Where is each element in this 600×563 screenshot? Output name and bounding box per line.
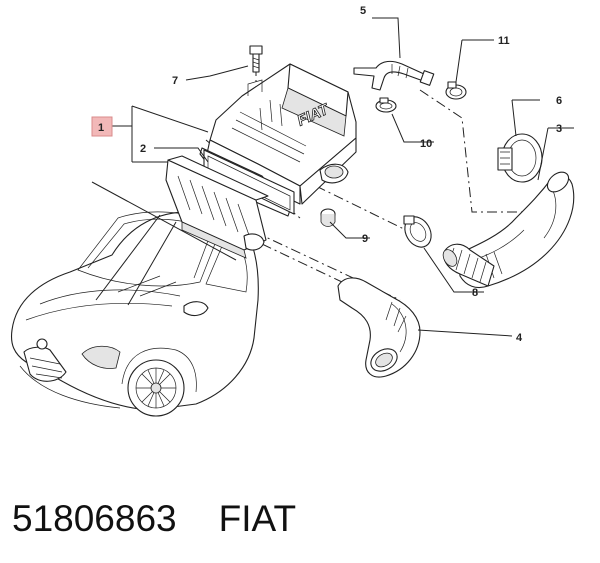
part-caption: 51806863 FIAT xyxy=(12,494,588,544)
corrugated-hose xyxy=(442,243,495,287)
callout-6: 6 xyxy=(556,95,562,107)
small-clamp xyxy=(375,97,397,113)
callout-8: 8 xyxy=(472,287,478,299)
car-illustration xyxy=(10,211,259,417)
lower-air-box xyxy=(165,155,269,259)
large-clamp xyxy=(497,133,543,183)
car-leader-line xyxy=(95,214,161,301)
air-filter-housing: FIAT xyxy=(205,63,357,205)
assembly-line xyxy=(261,243,343,283)
car-leader-line xyxy=(91,181,237,261)
filter-frame xyxy=(199,147,295,217)
parts-diagram: FIAT xyxy=(10,5,575,417)
callout-9: 9 xyxy=(362,233,368,245)
hose-clamp xyxy=(403,215,432,248)
breather-hose xyxy=(353,60,435,91)
assembly-line xyxy=(254,231,401,301)
assembly-line xyxy=(315,185,411,233)
brand-name: FIAT xyxy=(218,498,297,539)
callout-10: 10 xyxy=(420,138,432,150)
callout-box-1 xyxy=(91,116,113,137)
callout-4: 4 xyxy=(516,332,523,344)
callout-5: 5 xyxy=(360,5,366,17)
grommet xyxy=(320,208,336,227)
assembly-line xyxy=(419,89,536,213)
part-number: 51806863 xyxy=(12,498,177,539)
callout-2: 2 xyxy=(140,143,146,155)
callout-1: 1 xyxy=(98,122,104,134)
callout-3: 3 xyxy=(556,123,562,135)
callout-11: 11 xyxy=(498,35,510,47)
car-leader-line xyxy=(127,221,177,306)
bolt xyxy=(249,45,263,73)
intake-duct-short xyxy=(337,277,421,378)
small-clamp-2 xyxy=(445,81,467,100)
callout-7: 7 xyxy=(172,75,178,87)
